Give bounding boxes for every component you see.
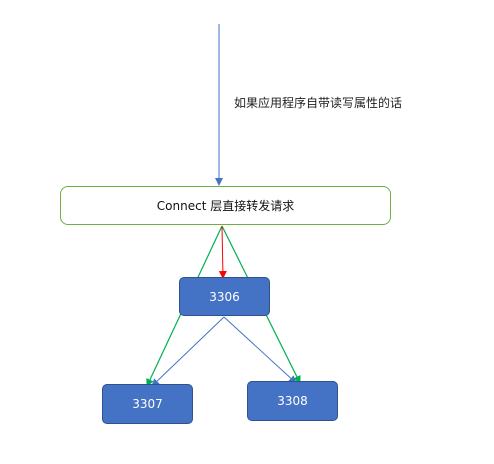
- replication-arrow-to-3308: [223, 316, 297, 384]
- replica-node-3307: 3307: [102, 384, 193, 424]
- connect-layer-label: Connect 层直接转发请求: [156, 199, 295, 213]
- replica-left-label: 3307: [132, 397, 163, 411]
- replica-right-label: 3308: [277, 394, 308, 408]
- connect-layer-box: Connect 层直接转发请求: [60, 186, 391, 225]
- primary-node-3306: 3306: [179, 277, 270, 316]
- replica-node-3308: 3308: [247, 381, 338, 421]
- replication-arrow-to-3307: [151, 316, 225, 387]
- write-arrow-to-3306: [218, 225, 227, 279]
- read-write-annotation: 如果应用程序自带读写属性的话: [234, 96, 403, 110]
- primary-node-label: 3306: [209, 289, 240, 304]
